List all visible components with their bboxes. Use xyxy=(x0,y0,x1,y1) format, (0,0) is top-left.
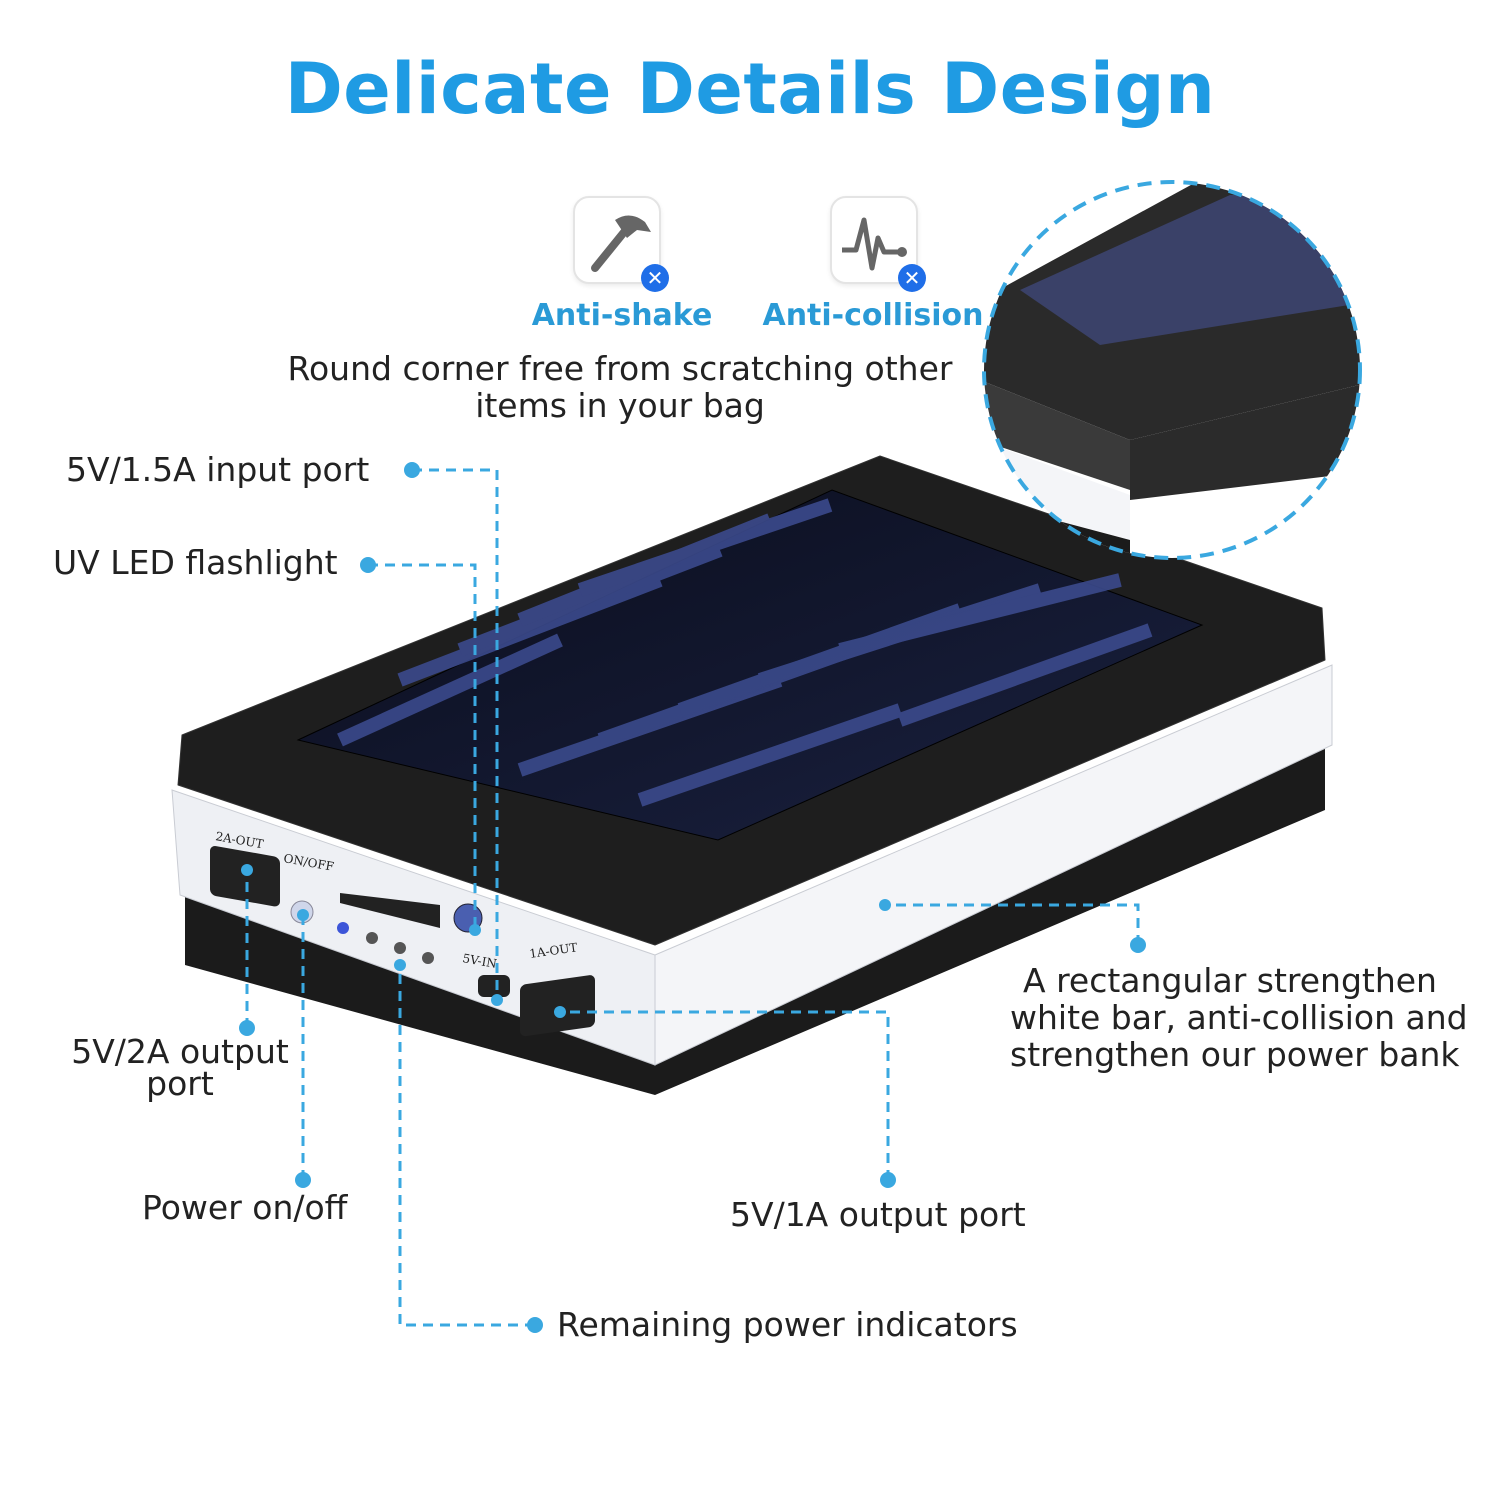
callout-white-bar-line-2: white bar, anti-collision and xyxy=(1010,998,1468,1037)
x-badge-icon: ✕ xyxy=(641,264,669,292)
callout-1a-output: 5V/1A output port xyxy=(730,1195,1026,1234)
usb-port-1a xyxy=(520,975,595,1037)
callout-2a-line-1: 5V/2A output xyxy=(71,1032,289,1071)
round-corner-line-2: items in your bag xyxy=(475,386,765,425)
device-base xyxy=(185,745,1325,1095)
micro-usb-port xyxy=(478,975,510,997)
callout-white-bar-line-1: A rectangular strengthen xyxy=(1023,961,1437,1000)
callout-remaining-power: Remaining power indicators xyxy=(557,1305,1018,1344)
callout-power-onoff: Power on/off xyxy=(142,1188,348,1227)
anti-shake-icon-box: ✕ xyxy=(573,196,669,292)
callout-dots xyxy=(239,462,1146,1333)
power-indicator-leds xyxy=(337,922,434,964)
label-1a-out: 1A-OUT xyxy=(528,940,578,961)
x-badge-icon: ✕ xyxy=(898,264,926,292)
hammer-icon xyxy=(591,215,651,272)
magnifier-ring xyxy=(982,180,1362,560)
round-corner-text: Round corner free from scratching other … xyxy=(250,350,990,424)
callout-lines xyxy=(245,468,1140,1327)
heartbeat-icon xyxy=(842,217,907,271)
magnified-corner xyxy=(984,182,1360,558)
page-title: Delicate Details Design xyxy=(284,48,1216,130)
feature-anti-collision-label: Anti-collision xyxy=(762,298,984,333)
white-strengthen-bar xyxy=(654,664,1333,1066)
label-5v-in: 5V-IN xyxy=(461,951,497,971)
callout-white-bar: A rectangular strengthen white bar, anti… xyxy=(1010,961,1468,1074)
usb-port-2a xyxy=(210,845,280,907)
anti-collision-icon-box: ✕ xyxy=(830,196,926,292)
solar-cells xyxy=(337,498,1153,807)
callout-input-port: 5V/1.5A input port xyxy=(66,450,370,489)
callout-2a-output: 5V/2A output port xyxy=(50,1032,310,1103)
callout-uv-led: UV LED flashlight xyxy=(53,543,338,582)
feature-anti-shake-label: Anti-shake xyxy=(531,298,713,333)
callout-2a-line-2: port xyxy=(146,1064,214,1103)
round-corner-line-1: Round corner free from scratching other xyxy=(287,349,953,388)
callout-white-bar-line-3: strengthen our power bank xyxy=(1010,1035,1460,1074)
